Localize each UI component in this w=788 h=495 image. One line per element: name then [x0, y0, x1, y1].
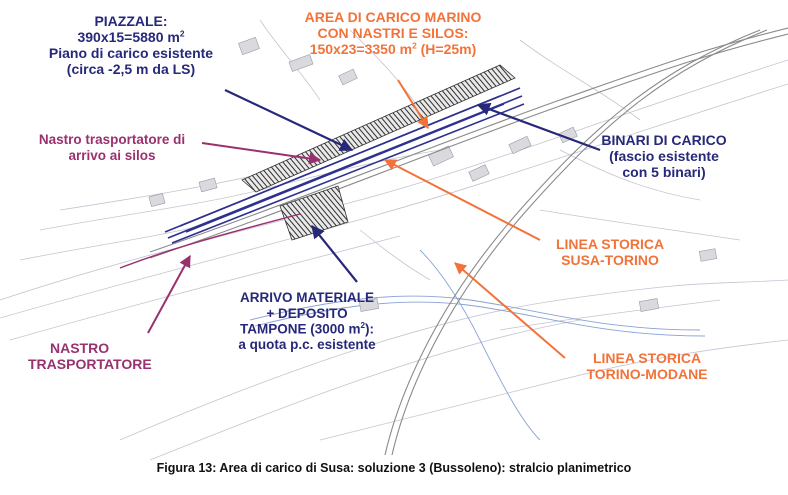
- label-piazzale: PIAZZALE: 390x15=5880 m2 Piano di carico…: [36, 13, 226, 77]
- loading-tracks: [164, 87, 525, 244]
- label-area-carico: AREA DI CARICO MARINO CON NASTRI E SILOS…: [268, 9, 518, 57]
- label-area-carico-line2: CON NASTRI E SILOS:: [317, 25, 469, 42]
- arrow-linea-susa: [383, 159, 541, 241]
- arrow-nastro: [147, 254, 191, 334]
- label-binari: BINARI DI CARICO (fascio esistente con 5…: [594, 132, 734, 180]
- label-piazzale-line2: 390x15=5880 m2: [77, 28, 185, 46]
- conveyor-belt-line: [119, 213, 301, 269]
- label-arrivo-materiale-line2: + DEPOSITO: [266, 305, 348, 321]
- label-arrivo-materiale-line3: TAMPONE (3000 m2):: [239, 321, 375, 337]
- arrow-linea-torino: [454, 262, 566, 359]
- terrain-lines: [0, 19, 788, 461]
- label-arrivo-materiale-line4: a quota p.c. esistente: [238, 337, 376, 353]
- label-binari-line2: (fascio esistente: [609, 148, 719, 165]
- label-linea-torino-line2: TORINO-MODANE: [586, 366, 708, 383]
- label-piazzale-line4: (circa -2,5 m da LS): [66, 61, 196, 78]
- label-piazzale-line1: PIAZZALE:: [94, 13, 168, 29]
- railway-susa-torino: [149, 27, 788, 259]
- label-linea-susa-line2: SUSA-TORINO: [561, 252, 659, 269]
- buildings: [148, 36, 718, 312]
- label-binari-line1: BINARI DI CARICO: [601, 132, 727, 148]
- buffer-deposit-hatch: [279, 185, 349, 241]
- arrow-nastro-arrivo: [201, 142, 322, 165]
- label-linea-torino-line1: LINEA STORICA: [592, 350, 702, 366]
- label-linea-torino: LINEA STORICA TORINO-MODANE: [572, 350, 722, 382]
- label-nastro: NASTRO TRASPORTATORE: [28, 340, 158, 372]
- label-piazzale-line3: Piano di carico esistente: [48, 45, 214, 62]
- label-arrivo-materiale-line1: ARRIVO MATERIALE: [240, 290, 374, 305]
- arrow-area-carico: [397, 79, 429, 130]
- label-nastro-line1: NASTRO: [50, 340, 110, 356]
- label-arrivo-materiale: ARRIVO MATERIALE + DEPOSITO TAMPONE (300…: [222, 290, 392, 353]
- arrow-arrivo-materiale: [311, 224, 358, 283]
- label-linea-susa-line1: LINEA STORICA: [555, 236, 665, 252]
- arrow-piazzale: [224, 89, 354, 151]
- label-binari-line3: con 5 binari): [622, 164, 706, 181]
- label-nastro-arrivo-line1: Nastro trasportatore di: [38, 132, 186, 147]
- arrow-binari: [476, 102, 601, 152]
- label-linea-susa: LINEA STORICA SUSA-TORINO: [540, 236, 680, 268]
- label-nastro-line2: TRASPORTATORE: [28, 356, 152, 373]
- railway-torino-modane: [384, 29, 768, 456]
- label-nastro-arrivo-line2: arrivo ai silos: [68, 147, 156, 163]
- river-lines: [249, 249, 706, 441]
- label-nastro-arrivo: Nastro trasportatore di arrivo ai silos: [12, 132, 212, 163]
- label-area-carico-line3: 150x23=3350 m2 (H=25m): [309, 40, 477, 58]
- label-area-carico-line1: AREA DI CARICO MARINO: [304, 9, 482, 25]
- figure-caption: Figura 13: Area di carico di Susa: soluz…: [156, 461, 632, 475]
